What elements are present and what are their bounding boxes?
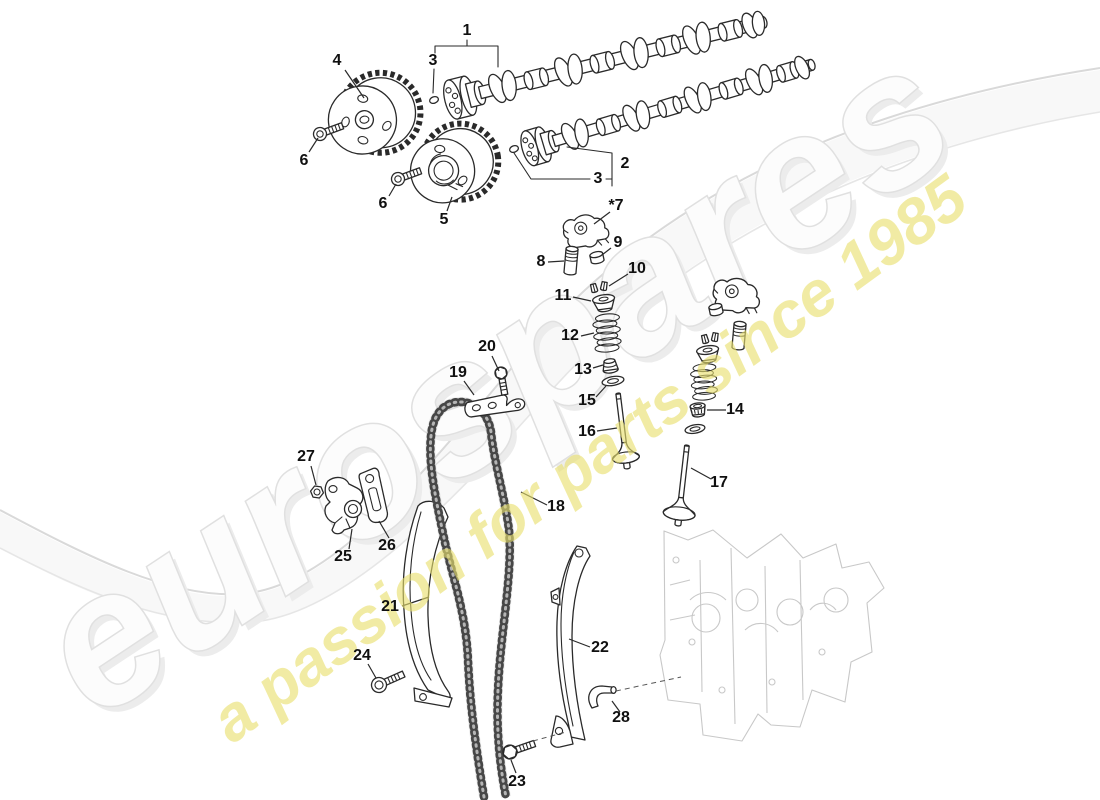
part-straight-pin-a [428, 95, 440, 105]
part-camshaft-timing-gear-5 [409, 120, 502, 204]
leader-line-25 [348, 528, 353, 550]
part-valve-17 [662, 444, 696, 527]
leader-line-17 [690, 467, 712, 480]
part-lash-adjuster-left [563, 245, 579, 276]
leader-line-24 [367, 663, 377, 679]
engine-block-outline [659, 529, 885, 742]
part-camshaft-no1 [443, 10, 768, 120]
leader-line-11 [572, 296, 592, 302]
leader-line-22 [568, 638, 591, 648]
callout-bracket-2-3 [513, 146, 613, 187]
part-bolt-6b [390, 167, 423, 187]
leader-line-13 [592, 364, 604, 369]
part-valve-keepers-left [589, 280, 608, 294]
leader-line-16 [596, 427, 618, 432]
part-chain-damper [402, 500, 453, 708]
part-rocker-arm-right [712, 277, 761, 315]
leader-lines [308, 69, 726, 774]
part-chain-tensioner [324, 476, 364, 535]
leader-line-6 [308, 137, 319, 153]
part-bolt-23 [502, 739, 537, 760]
callout-bracket-1-3 [432, 39, 499, 94]
part-valve-keepers-right [700, 331, 719, 345]
part-straight-pin-b [508, 144, 520, 154]
leader-line-6 [388, 183, 397, 197]
part-camshaft-timing-gear-4 [327, 69, 424, 156]
part-tensioner-gasket [358, 467, 389, 524]
part-lash-adjuster-right [731, 320, 747, 351]
part-bolt-24 [370, 670, 406, 694]
leader-line-20 [491, 355, 500, 372]
part-oil-nozzle [588, 685, 617, 709]
part-spring-retainer-right [696, 344, 720, 364]
leader-line-23 [510, 759, 517, 774]
assembly-dash-lines [532, 676, 682, 742]
leader-line-9 [601, 247, 612, 256]
leader-line-10 [608, 273, 629, 287]
leader-line-8 [547, 260, 565, 263]
leader-line-5 [446, 196, 453, 212]
leader-line-18 [520, 491, 548, 506]
part-rocker-arm-left [562, 214, 610, 249]
leader-line-19 [463, 380, 475, 396]
part-nut-27 [309, 485, 325, 499]
part-spring-seat-14 [689, 402, 706, 418]
part-cap-right [708, 302, 724, 317]
leader-line-21 [401, 596, 430, 607]
leader-line-7 [593, 211, 611, 225]
leader-line-4 [344, 69, 365, 99]
part-cap-left [589, 250, 605, 265]
part-camshaft-no2 [520, 55, 816, 167]
leader-line-26 [378, 520, 390, 539]
part-bracket-19 [464, 394, 526, 418]
part-chain-guide [550, 545, 591, 748]
swoosh-watermark [0, 67, 1100, 624]
leader-line-12 [580, 332, 595, 337]
part-valve-stem-seal [602, 358, 619, 374]
part-valve-16 [611, 392, 640, 470]
part-bolt-20 [494, 366, 509, 396]
part-valve-spring-right [690, 363, 718, 401]
part-spring-retainer-left [592, 293, 616, 313]
part-bolt-6a [312, 122, 345, 142]
leader-line-27 [310, 465, 317, 486]
part-spring-seat-washer-left [601, 375, 625, 387]
part-spring-seat-washer-right [684, 423, 706, 435]
part-timing-chain [425, 396, 515, 800]
leader-line-15 [595, 385, 607, 398]
part-valve-spring-left [592, 313, 622, 353]
brand-watermark: eurospares [1, 3, 989, 756]
leader-line-28 [611, 700, 621, 713]
